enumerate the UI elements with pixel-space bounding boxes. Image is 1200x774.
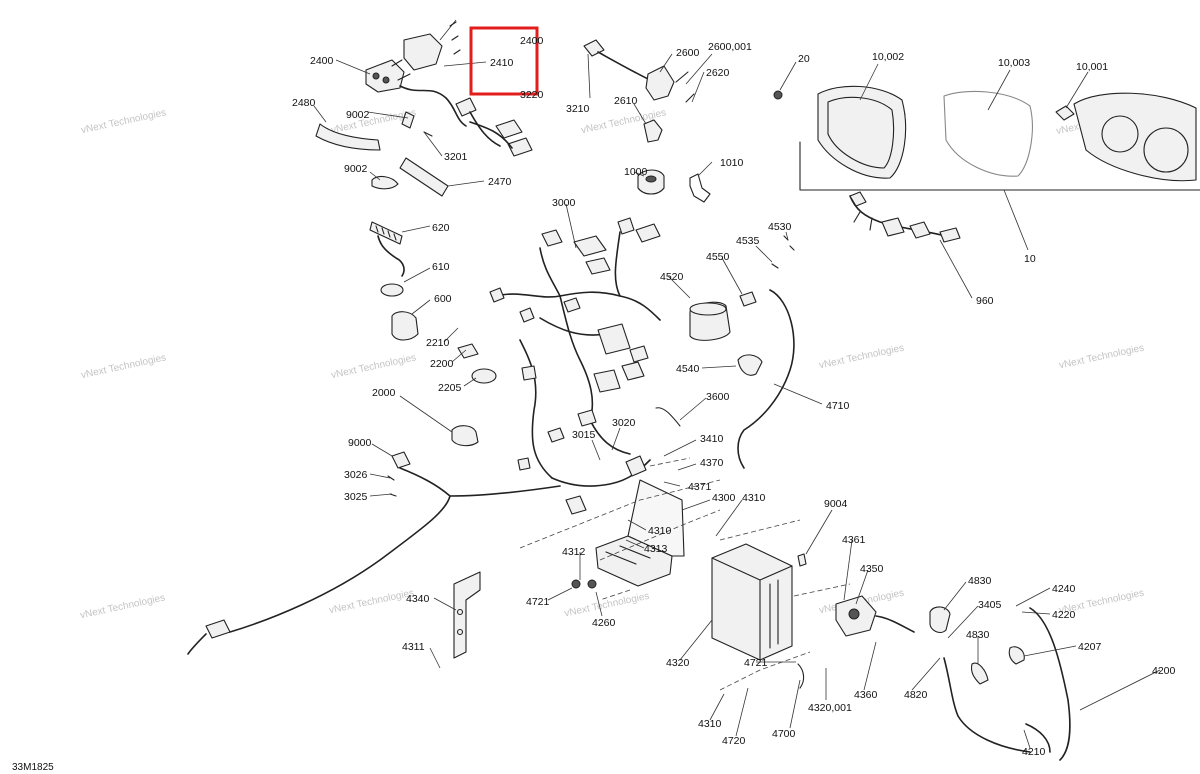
watermark: vNext Technologies <box>1058 343 1145 372</box>
battery <box>711 543 807 661</box>
callout-4721-b: 4721 <box>744 657 768 669</box>
callout-3201: 3201 <box>444 151 468 163</box>
callout-610: 610 <box>432 261 450 273</box>
callout-2210: 2210 <box>426 337 450 349</box>
battery-tray <box>453 479 685 659</box>
watermark: vNext Technologies <box>330 352 417 381</box>
instrument-cluster-group <box>799 85 1200 191</box>
callout-10-002: 10,002 <box>872 51 904 63</box>
callout-4210: 4210 <box>1022 746 1046 758</box>
callout-4207: 4207 <box>1078 641 1102 653</box>
callout-4200: 4200 <box>1152 665 1176 677</box>
callout-3026: 3026 <box>344 469 368 481</box>
highlighted-callout-box <box>469 26 539 96</box>
callout-10-003: 10,003 <box>998 57 1030 69</box>
watermark: vNext Technologies <box>80 352 167 381</box>
callout-4340: 4340 <box>406 593 430 605</box>
callout-9002: 9002 <box>344 163 368 175</box>
left-small-parts <box>369 221 497 384</box>
callout-3220: 3220 <box>520 89 544 101</box>
callout-2200: 2200 <box>430 358 454 370</box>
watermark: vNext Technologies <box>818 343 905 372</box>
callout-4320-001: 4320,001 <box>808 702 852 714</box>
callout-1010: 1010 <box>720 157 744 169</box>
callout-3600: 3600 <box>706 391 730 403</box>
callout-9004: 9004 <box>824 498 848 510</box>
callout-3015: 3015 <box>572 429 596 441</box>
callout-2205: 2205 <box>438 382 462 394</box>
callout-4350: 4350 <box>860 563 884 575</box>
callout-2470: 2470 <box>488 176 512 188</box>
callout-4710: 4710 <box>826 400 850 412</box>
callout-2410: 2410 <box>490 57 514 69</box>
callout-3020: 3020 <box>612 417 636 429</box>
callout-4371: 4371 <box>688 481 712 493</box>
lighting-harness-960 <box>849 191 961 243</box>
callout-4360: 4360 <box>854 689 878 701</box>
callout-10: 10 <box>1024 253 1036 265</box>
callout-4550: 4550 <box>706 251 730 263</box>
callout-2600: 2600 <box>676 47 700 59</box>
callout-600: 600 <box>434 293 452 305</box>
callout-4540: 4540 <box>676 363 700 375</box>
callout-2610: 2610 <box>614 95 638 107</box>
callout-620: 620 <box>432 222 450 234</box>
callout-3405: 3405 <box>978 599 1002 611</box>
callout-4830-b: 4830 <box>966 629 990 641</box>
callout-4220: 4220 <box>1052 609 1076 621</box>
callout-20: 20 <box>798 53 810 65</box>
diagram-reference-code: 33M1825 <box>12 762 54 773</box>
callout-4260: 4260 <box>592 617 616 629</box>
callout-2600-001: 2600,001 <box>708 41 752 53</box>
callout-4310-a: 4310 <box>742 492 766 504</box>
leader-lines <box>313 53 1161 749</box>
watermark: vNext Technologies <box>79 592 166 621</box>
callout-3410: 3410 <box>700 433 724 445</box>
main-wiring-harness <box>489 169 711 515</box>
callout-4311: 4311 <box>402 641 425 653</box>
connector-group-2600 <box>583 39 783 143</box>
callout-4313: 4313 <box>644 543 668 555</box>
callout-4530: 4530 <box>768 221 792 233</box>
callout-4370: 4370 <box>700 457 724 469</box>
callout-labels: 2400 2400 2410 3220 2480 9002 3201 9002 … <box>292 35 1176 758</box>
watermark: vNext Technologies <box>328 588 415 617</box>
callout-4700: 4700 <box>772 728 796 740</box>
callout-4721-a: 4721 <box>526 596 550 608</box>
callout-4361: 4361 <box>842 534 866 546</box>
callout-4310-c: 4310 <box>698 718 722 730</box>
watermark: vNext Technologies <box>563 591 650 620</box>
callout-9002-a: 9002 <box>346 109 370 121</box>
callout-4820: 4820 <box>904 689 928 701</box>
callout-4300: 4300 <box>712 492 736 504</box>
callout-4320: 4320 <box>666 657 690 669</box>
callout-4240: 4240 <box>1052 583 1076 595</box>
solenoid-and-cables <box>797 595 1071 761</box>
callout-2400: 2400 <box>310 55 334 67</box>
callout-3000: 3000 <box>552 197 576 209</box>
callout-4535: 4535 <box>736 235 760 247</box>
callout-2480: 2480 <box>292 97 316 109</box>
assembly-lines <box>519 457 851 691</box>
callout-4830-a: 4830 <box>968 575 992 587</box>
callout-4520: 4520 <box>660 271 684 283</box>
callout-2620: 2620 <box>706 67 730 79</box>
watermark: vNext Technologies <box>80 107 167 136</box>
callout-4312: 4312 <box>562 546 586 558</box>
handlebar-switch-group <box>315 19 533 197</box>
callout-3210: 3210 <box>566 103 590 115</box>
relay-and-lead <box>689 235 795 469</box>
callout-4720: 4720 <box>722 735 746 747</box>
callout-2400-top: 2400 <box>520 35 544 47</box>
lower-left-harness <box>187 407 681 655</box>
callout-2000: 2000 <box>372 387 396 399</box>
callout-10-001: 10,001 <box>1076 61 1108 73</box>
callout-1000: 1000 <box>624 166 648 178</box>
callout-3025: 3025 <box>344 491 368 503</box>
callout-9000: 9000 <box>348 437 372 449</box>
callout-960: 960 <box>976 295 994 307</box>
callout-4310-b: 4310 <box>648 525 672 537</box>
